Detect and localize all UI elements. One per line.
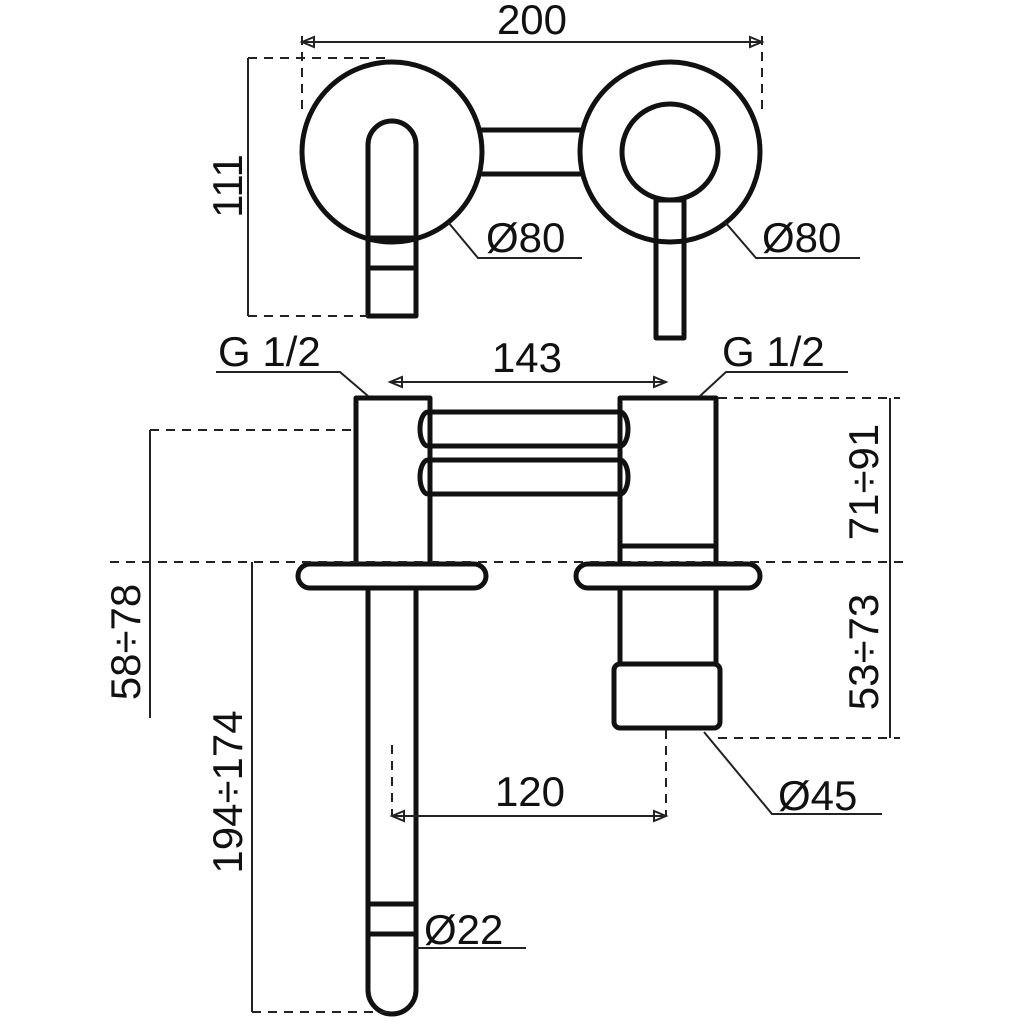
label-right-d80: Ø80 [762,214,841,261]
left-body [353,395,433,565]
label-d22: Ø22 [424,906,503,953]
label-71-91: 71÷91 [840,424,887,540]
spout-top [365,118,419,319]
dim-arrows-143 [387,375,669,389]
spout-top-bands [365,235,419,271]
label-143: 143 [492,334,562,381]
spout-pipe [365,587,419,1017]
right-body [617,395,719,565]
lever-top [653,197,687,341]
label-111: 111 [204,154,251,218]
dim-arrows-200 [299,35,765,49]
leader-left-g12 [216,371,369,397]
label-left-d80: Ø80 [486,214,565,261]
connecting-pipe [479,127,583,177]
spout-tip-bands [365,901,419,937]
label-194-174: 194÷174 [204,710,251,873]
side-connecting-pipes [427,409,623,497]
leader-d45 [703,731,882,815]
label-d45: Ø45 [778,772,857,819]
right-rosette [577,59,763,245]
right-wall-plate [573,561,763,591]
front-dimensions [110,371,910,1013]
handle-knob [611,661,723,731]
label-right-g12: G 1/2 [722,328,825,375]
handle-cap [619,101,721,203]
left-rosette [299,59,485,245]
top-dimensions [247,35,860,317]
label-left-g12: G 1/2 [218,328,321,375]
pipe-ends [417,409,631,497]
label-200: 200 [497,0,567,43]
label-120: 120 [495,768,565,815]
labels: 200 111 Ø80 Ø80 G 1/2 G 1/2 143 71÷91 53… [102,0,887,953]
front-view [295,395,763,1017]
dim-arrows-120 [389,809,669,823]
left-wall-plate [295,561,489,591]
leader-right-g12 [699,371,848,397]
label-53-73: 53÷73 [840,594,887,710]
label-58-78: 58÷78 [102,584,149,700]
top-view [299,59,763,341]
leader-left-d80 [447,221,582,259]
leader-right-d80 [724,221,860,259]
handle-stem [617,587,719,665]
